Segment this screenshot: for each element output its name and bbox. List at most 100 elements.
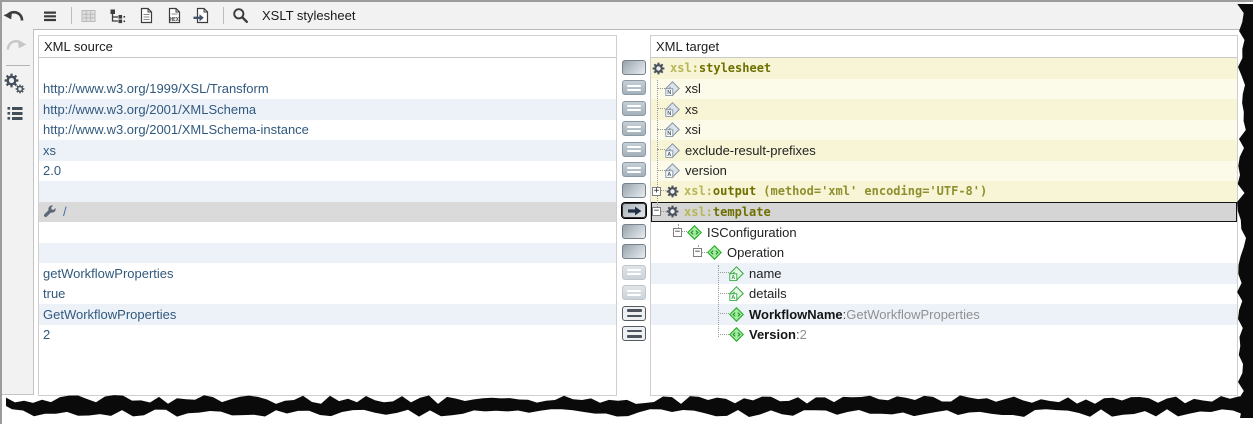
xml-target-header: XML target bbox=[651, 36, 1237, 58]
xml-source-panel: XML source http://www.w3.org/1999/XSL/Tr… bbox=[38, 35, 617, 396]
gear-icon bbox=[666, 205, 679, 218]
tree-connector-dash bbox=[657, 87, 665, 90]
source-row-text: http://www.w3.org/2001/XMLSchema bbox=[43, 101, 257, 117]
mapping-button[interactable] bbox=[622, 141, 646, 157]
mapping-button[interactable] bbox=[622, 182, 646, 198]
source-row[interactable]: true bbox=[39, 283, 616, 304]
source-row[interactable] bbox=[39, 58, 616, 79]
structure-icon bbox=[109, 8, 126, 24]
mapping-button[interactable] bbox=[622, 326, 646, 342]
attribute-green-icon: A bbox=[729, 286, 744, 301]
tree-node-label: ISConfiguration bbox=[707, 224, 797, 240]
source-row-text: true bbox=[43, 286, 66, 302]
list-button[interactable] bbox=[5, 100, 31, 126]
collapse-icon[interactable]: − bbox=[673, 226, 682, 237]
source-row-text: getWorkflowProperties bbox=[43, 265, 174, 281]
source-row[interactable]: 2 bbox=[39, 324, 616, 345]
label-value-separator: : bbox=[842, 306, 847, 322]
target-tree-row[interactable]: Version : 2 bbox=[651, 324, 1237, 345]
mapping-cell bbox=[619, 283, 649, 304]
xml-source-header: XML source bbox=[39, 36, 616, 58]
gear-icon bbox=[666, 185, 679, 198]
svg-text:A: A bbox=[731, 295, 735, 301]
mapping-button[interactable] bbox=[622, 264, 646, 280]
target-tree-row[interactable]: WorkflowName : GetWorkflowProperties bbox=[651, 304, 1237, 325]
search-button[interactable] bbox=[232, 5, 254, 27]
source-row[interactable]: GetWorkflowProperties bbox=[39, 304, 616, 325]
menu-icon bbox=[42, 8, 58, 24]
mapping-button[interactable] bbox=[622, 244, 646, 260]
source-row[interactable]: xs bbox=[39, 140, 616, 161]
source-row[interactable] bbox=[39, 242, 616, 263]
mapping-cell bbox=[619, 98, 649, 119]
expand-icon[interactable]: + bbox=[652, 185, 661, 196]
mapping-button[interactable] bbox=[622, 100, 646, 116]
xsl-element-name: template bbox=[712, 204, 771, 219]
mapping-button[interactable] bbox=[622, 305, 646, 321]
source-row[interactable] bbox=[39, 222, 616, 243]
hex-document-icon: HEX bbox=[166, 7, 182, 24]
list-icon bbox=[6, 105, 24, 121]
target-tree-row[interactable]: xsl:stylesheet bbox=[651, 58, 1237, 79]
document-icon bbox=[138, 7, 154, 24]
table-grid-icon bbox=[80, 8, 98, 24]
import-document-icon bbox=[193, 7, 210, 24]
side-toolbar bbox=[2, 2, 34, 395]
xsl-prefix: xsl: bbox=[670, 61, 699, 76]
mapping-button[interactable] bbox=[622, 59, 646, 75]
redo-button[interactable] bbox=[5, 34, 31, 60]
mapping-button[interactable] bbox=[622, 285, 646, 301]
separator bbox=[223, 7, 224, 24]
source-row[interactable] bbox=[39, 181, 616, 202]
target-tree-row[interactable]: +xsl:output(method='xml' encoding='UTF-8… bbox=[651, 181, 1237, 202]
collapse-icon[interactable]: − bbox=[693, 247, 702, 258]
source-row[interactable]: 2.0 bbox=[39, 160, 616, 181]
label-value-separator: : bbox=[795, 327, 800, 343]
element-icon bbox=[729, 306, 744, 322]
mapping-button[interactable] bbox=[622, 162, 646, 178]
tree-connector-dash bbox=[657, 169, 665, 172]
svg-text:N: N bbox=[667, 111, 671, 117]
target-tree-row[interactable]: − Operation bbox=[651, 242, 1237, 263]
svg-text:A: A bbox=[667, 152, 671, 158]
mapping-cell bbox=[619, 57, 649, 78]
source-row[interactable]: getWorkflowProperties bbox=[39, 263, 616, 284]
target-tree-row[interactable]: −xsl:template bbox=[651, 201, 1237, 222]
source-row[interactable]: / bbox=[39, 201, 616, 222]
source-row[interactable]: http://www.w3.org/1999/XSL/Transform bbox=[39, 78, 616, 99]
source-row-text: http://www.w3.org/2001/XMLSchema-instanc… bbox=[43, 122, 309, 138]
redo-icon bbox=[3, 36, 27, 58]
mapping-button[interactable] bbox=[622, 80, 646, 96]
table-grid-button bbox=[80, 5, 103, 27]
target-tree-row[interactable]: − ISConfiguration bbox=[651, 222, 1237, 243]
document-button[interactable] bbox=[137, 5, 159, 27]
mapping-cell bbox=[619, 139, 649, 160]
undo-button[interactable] bbox=[3, 5, 31, 31]
tree-connector-dash bbox=[661, 210, 666, 213]
structure-button[interactable] bbox=[109, 5, 131, 27]
import-document-button[interactable] bbox=[193, 5, 215, 27]
tree-node-label: xs bbox=[685, 101, 698, 117]
hex-document-button[interactable]: HEX bbox=[165, 5, 187, 27]
mapping-cell bbox=[619, 160, 649, 181]
mapping-button-column bbox=[619, 57, 649, 344]
mapping-arrow-button[interactable] bbox=[622, 203, 646, 219]
mapping-button[interactable] bbox=[622, 223, 646, 239]
source-row[interactable]: http://www.w3.org/2001/XMLSchema bbox=[39, 99, 616, 120]
source-row-text: http://www.w3.org/1999/XSL/Transform bbox=[43, 81, 269, 97]
mapping-button[interactable] bbox=[622, 121, 646, 137]
menu-button[interactable] bbox=[41, 5, 63, 27]
tree-node-label: xsi bbox=[685, 122, 701, 138]
collapse-icon[interactable]: − bbox=[652, 206, 661, 217]
svg-text:A: A bbox=[667, 172, 671, 178]
gears-button[interactable] bbox=[4, 71, 31, 97]
source-row[interactable]: http://www.w3.org/2001/XMLSchema-instanc… bbox=[39, 119, 616, 140]
